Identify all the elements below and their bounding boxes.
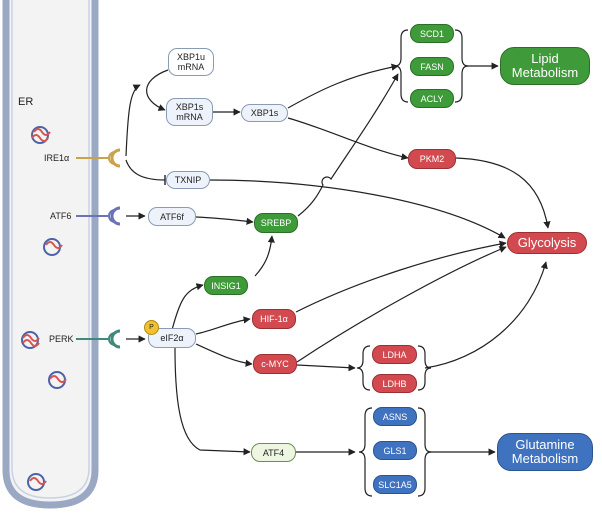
perk-receptor-icon (76, 329, 121, 349)
xbp1s-mrna-node: XBP1s mRNA (166, 98, 213, 126)
glutamine-right-bracket (417, 407, 432, 497)
eif2a-node: eIF2α (148, 328, 196, 348)
ldha-node: LDHA (372, 345, 417, 364)
arrow-eif2a-atf4 (174, 347, 251, 456)
atf6-receptor-icon (76, 206, 121, 226)
phosphate-badge: P (144, 320, 159, 335)
er-membrane (2, 0, 99, 509)
xbp1s-node: XBP1s (241, 104, 288, 122)
arrow-xbp1u-xbp1s-mrna (146, 69, 169, 111)
perk-label: PERK (49, 334, 74, 344)
lipid-right-bracket (454, 29, 469, 103)
arrow-insig1-srebp (254, 235, 275, 277)
arrow-eif2a-insig1 (171, 283, 204, 331)
arrow-atf6f-srebp (195, 216, 254, 225)
lipid-metabolism-node: Lipid Metabolism (500, 47, 590, 85)
hif1a-node: HIF-1α (252, 309, 296, 329)
srebp-node: SREBP (254, 213, 298, 233)
gls1-node: GLS1 (373, 441, 417, 460)
ribosome-icon (21, 126, 67, 491)
glycolysis-node: Glycolysis (507, 232, 587, 254)
arrow-eif2a-cmyc (195, 343, 253, 367)
arrow-ire1-xbp1u (125, 84, 141, 157)
lipid-left-bracket (394, 29, 409, 103)
pkm2-node: PKM2 (408, 149, 456, 169)
glutamine-left-bracket (358, 407, 373, 497)
atf4-node: ATF4 (251, 443, 296, 462)
er-label: ER (18, 96, 34, 108)
ldh-right-bracket (417, 345, 432, 391)
arrow-txnip-glycolysis (209, 179, 506, 239)
asns-node: ASNS (373, 407, 417, 426)
fasn-node: FASN (410, 57, 454, 76)
arrow-eif2a-hif1a (195, 316, 251, 335)
ire1a-receptor-icon (76, 148, 121, 168)
atf6f-node: ATF6f (148, 207, 196, 226)
cmyc-node: c-MYC (253, 354, 297, 374)
acly-node: ACLY (410, 89, 454, 108)
ldhb-node: LDHB (372, 374, 417, 393)
insig1-node: INSIG1 (204, 276, 248, 295)
ire1a-label: IRE1α (44, 153, 70, 163)
atf6-label: ATF6 (50, 211, 72, 221)
arrow-hif1a-glycolysis (295, 240, 507, 313)
arrow-cmyc-ldh (296, 364, 356, 372)
arrow-ldh-glycolysis (424, 261, 548, 369)
glutamine-metabolism-node: Glutamine Metabolism (497, 433, 593, 471)
ldh-left-bracket (356, 345, 371, 391)
arrow-xbp1s-lipid (287, 63, 399, 109)
arrow-cmyc-glycolysis (296, 246, 507, 363)
slc1a5-node: SLC1A5 (373, 475, 417, 494)
xbp1u-mrna-node: XBP1u mRNA (168, 48, 214, 76)
inhibit-ire1-txnip (125, 159, 166, 181)
arrow-srebp-lipid (297, 73, 399, 217)
arrow-xbp1s-pkm2 (287, 117, 409, 161)
arrow-pkm2-glycolysis (455, 157, 551, 229)
scd1-node: SCD1 (410, 24, 454, 43)
txnip-node: TXNIP (166, 171, 210, 189)
